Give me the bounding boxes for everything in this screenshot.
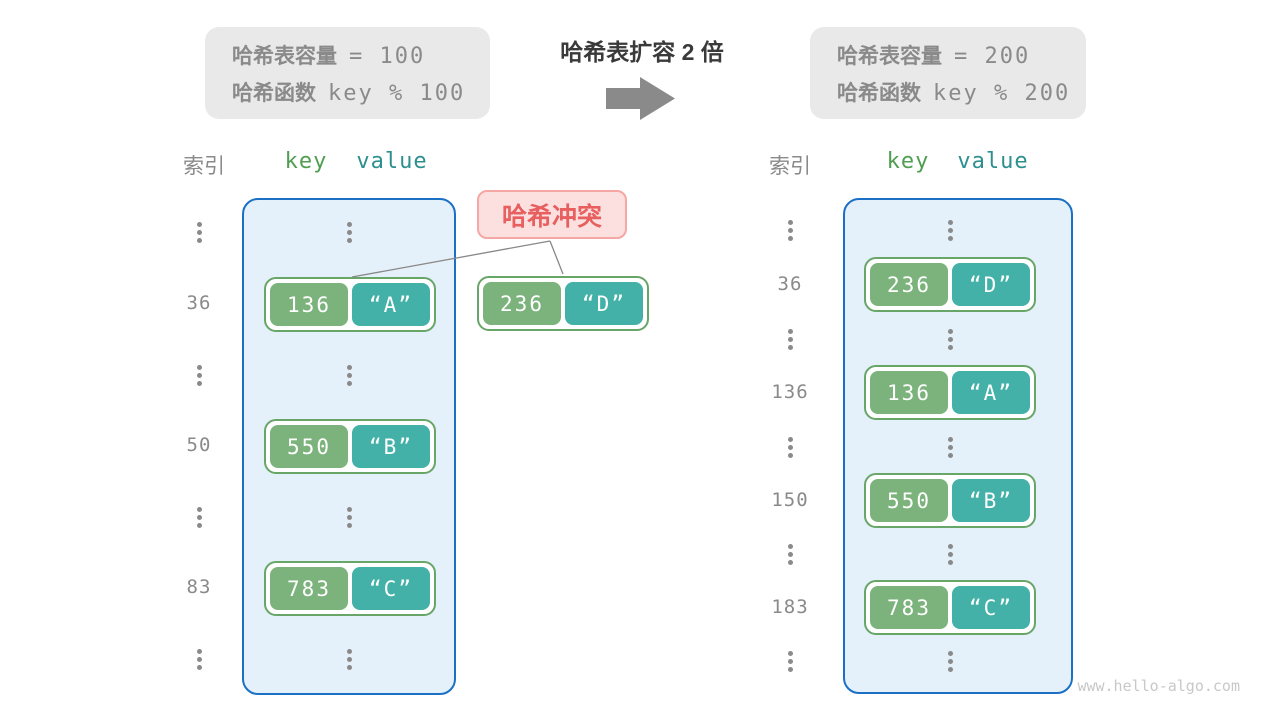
hash-function-line: 哈希函数 key % 200 [837,77,1086,107]
vertical-ellipsis-icon [787,651,793,672]
hash-function-value: key % 200 [933,80,1071,106]
entry-value: “A” [352,283,430,326]
entry-value: “A” [952,371,1030,414]
entry-pair: 550 “B” [864,473,1036,528]
left-index-36: 36 [186,292,212,314]
colliding-entry-pair: 236 “D” [477,276,649,331]
entry-pair: 136 “A” [264,277,436,332]
vertical-ellipsis-icon [947,544,953,565]
entry-key: 236 [870,263,948,306]
vertical-ellipsis-icon [787,544,793,565]
entry-pair: 236 “D” [864,257,1036,312]
capacity-label: 哈希表容量 [232,44,337,68]
left-key-header: key [284,149,328,174]
vertical-ellipsis-icon [947,220,953,241]
right-index-136: 136 [771,381,809,403]
right-index-header: 索引 [769,155,811,178]
vertical-ellipsis-icon [346,649,352,670]
vertical-ellipsis-icon [947,437,953,458]
hash-function-line: 哈希函数 key % 100 [232,77,490,107]
entry-key: 236 [483,282,561,325]
vertical-ellipsis-icon [947,651,953,672]
collision-callout: 哈希冲突 [477,190,627,239]
entry-value: “B” [952,479,1030,522]
vertical-ellipsis-icon [196,507,202,528]
right-key-header: key [886,149,930,174]
vertical-ellipsis-icon [947,329,953,350]
hash-function-label: 哈希函数 [232,81,316,105]
vertical-ellipsis-icon [196,649,202,670]
entry-key: 136 [870,371,948,414]
left-value-header: value [356,149,428,174]
vertical-ellipsis-icon [787,329,793,350]
entry-key: 783 [870,586,948,629]
entry-key: 136 [270,283,348,326]
capacity-value: = 200 [954,43,1031,69]
right-index-36: 36 [777,273,803,295]
vertical-ellipsis-icon [787,220,793,241]
watermark: www.hello-algo.com [1077,677,1240,695]
vertical-ellipsis-icon [787,437,793,458]
entry-value: “D” [952,263,1030,306]
left-index-header: 索引 [183,155,225,178]
capacity-label: 哈希表容量 [837,44,942,68]
right-index-183: 183 [771,596,809,618]
after-capacity-box: 哈希表容量 = 200 哈希函数 key % 200 [810,27,1086,119]
entry-key: 550 [870,479,948,522]
vertical-ellipsis-icon [346,222,352,243]
hash-function-value: key % 100 [328,80,466,106]
diagram-title: 哈希表扩容 2 倍 [560,39,724,65]
right-index-150: 150 [771,489,809,511]
entry-value: “D” [565,282,643,325]
vertical-ellipsis-icon [346,507,352,528]
entry-value: “C” [952,586,1030,629]
capacity-line: 哈希表容量 = 200 [837,40,1086,70]
vertical-ellipsis-icon [196,222,202,243]
entry-pair: 783 “C” [864,580,1036,635]
vertical-ellipsis-icon [346,365,352,386]
entry-pair: 550 “B” [264,419,436,474]
capacity-value: = 100 [349,43,426,69]
entry-key: 550 [270,425,348,468]
entry-pair: 136 “A” [864,365,1036,420]
entry-value: “B” [352,425,430,468]
entry-key: 783 [270,567,348,610]
expand-arrow-icon [606,77,675,120]
right-value-header: value [957,149,1029,174]
entry-pair: 783 “C” [264,561,436,616]
vertical-ellipsis-icon [196,365,202,386]
hash-function-label: 哈希函数 [837,81,921,105]
entry-value: “C” [352,567,430,610]
left-index-83: 83 [186,576,212,598]
left-index-50: 50 [186,434,212,456]
before-capacity-box: 哈希表容量 = 100 哈希函数 key % 100 [205,27,490,119]
capacity-line: 哈希表容量 = 100 [232,40,490,70]
